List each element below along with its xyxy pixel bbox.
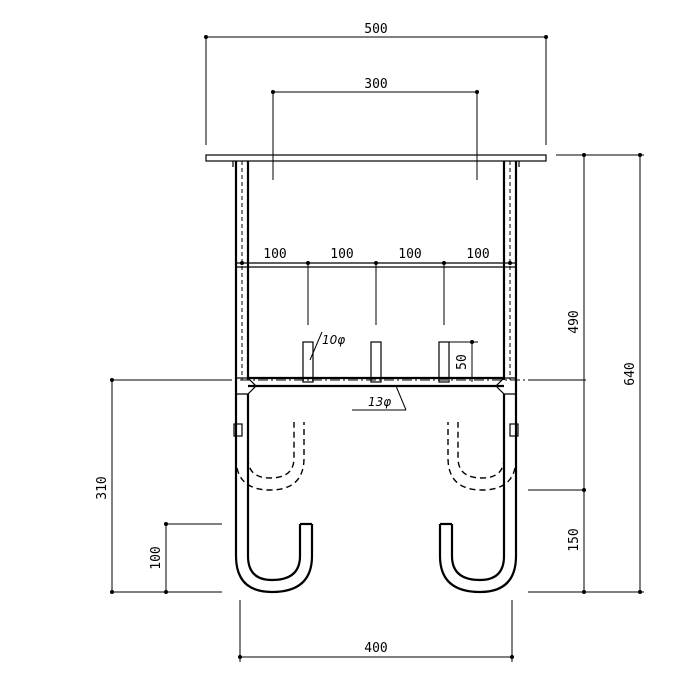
dimension-top-inner: 300 bbox=[271, 77, 479, 180]
hooks-solid bbox=[234, 458, 518, 594]
rod-stubs bbox=[302, 341, 450, 383]
dimension-label-400: 400 bbox=[364, 641, 387, 656]
spacing-label-3: 100 bbox=[398, 247, 421, 262]
dimension-right: 490 150 640 bbox=[528, 153, 644, 594]
dimension-bottom: 400 bbox=[238, 600, 514, 662]
dimension-label-490: 490 bbox=[567, 310, 582, 333]
dimension-left: 310 100 bbox=[95, 378, 222, 594]
hooks-dashed bbox=[235, 422, 517, 491]
dimension-label-300: 300 bbox=[364, 77, 387, 92]
dimension-label-500: 500 bbox=[364, 22, 387, 37]
spacing-label-1: 100 bbox=[263, 247, 286, 262]
label-rod-diameter: 10φ bbox=[309, 331, 345, 361]
dimension-label-640: 640 bbox=[623, 362, 638, 385]
dimension-label-50: 50 bbox=[455, 354, 470, 370]
horizontal-bar bbox=[222, 376, 530, 395]
dimension-spacings: 100 100 100 100 bbox=[236, 247, 516, 325]
dimension-label-150: 150 bbox=[567, 528, 582, 551]
dimension-label-100-left: 100 bbox=[149, 546, 164, 569]
lower-posts bbox=[233, 394, 519, 458]
label-bar-diameter: 13φ bbox=[352, 385, 407, 411]
dimension-label-310: 310 bbox=[95, 476, 110, 499]
rod-diameter-text: 10φ bbox=[322, 333, 345, 347]
bar-diameter-text: 13φ bbox=[368, 395, 391, 409]
spacing-label-2: 100 bbox=[330, 247, 353, 262]
dimension-top-overall: 500 bbox=[204, 22, 548, 145]
dimension-bar-length: 50 bbox=[444, 340, 478, 382]
spacing-label-4: 100 bbox=[466, 247, 489, 262]
